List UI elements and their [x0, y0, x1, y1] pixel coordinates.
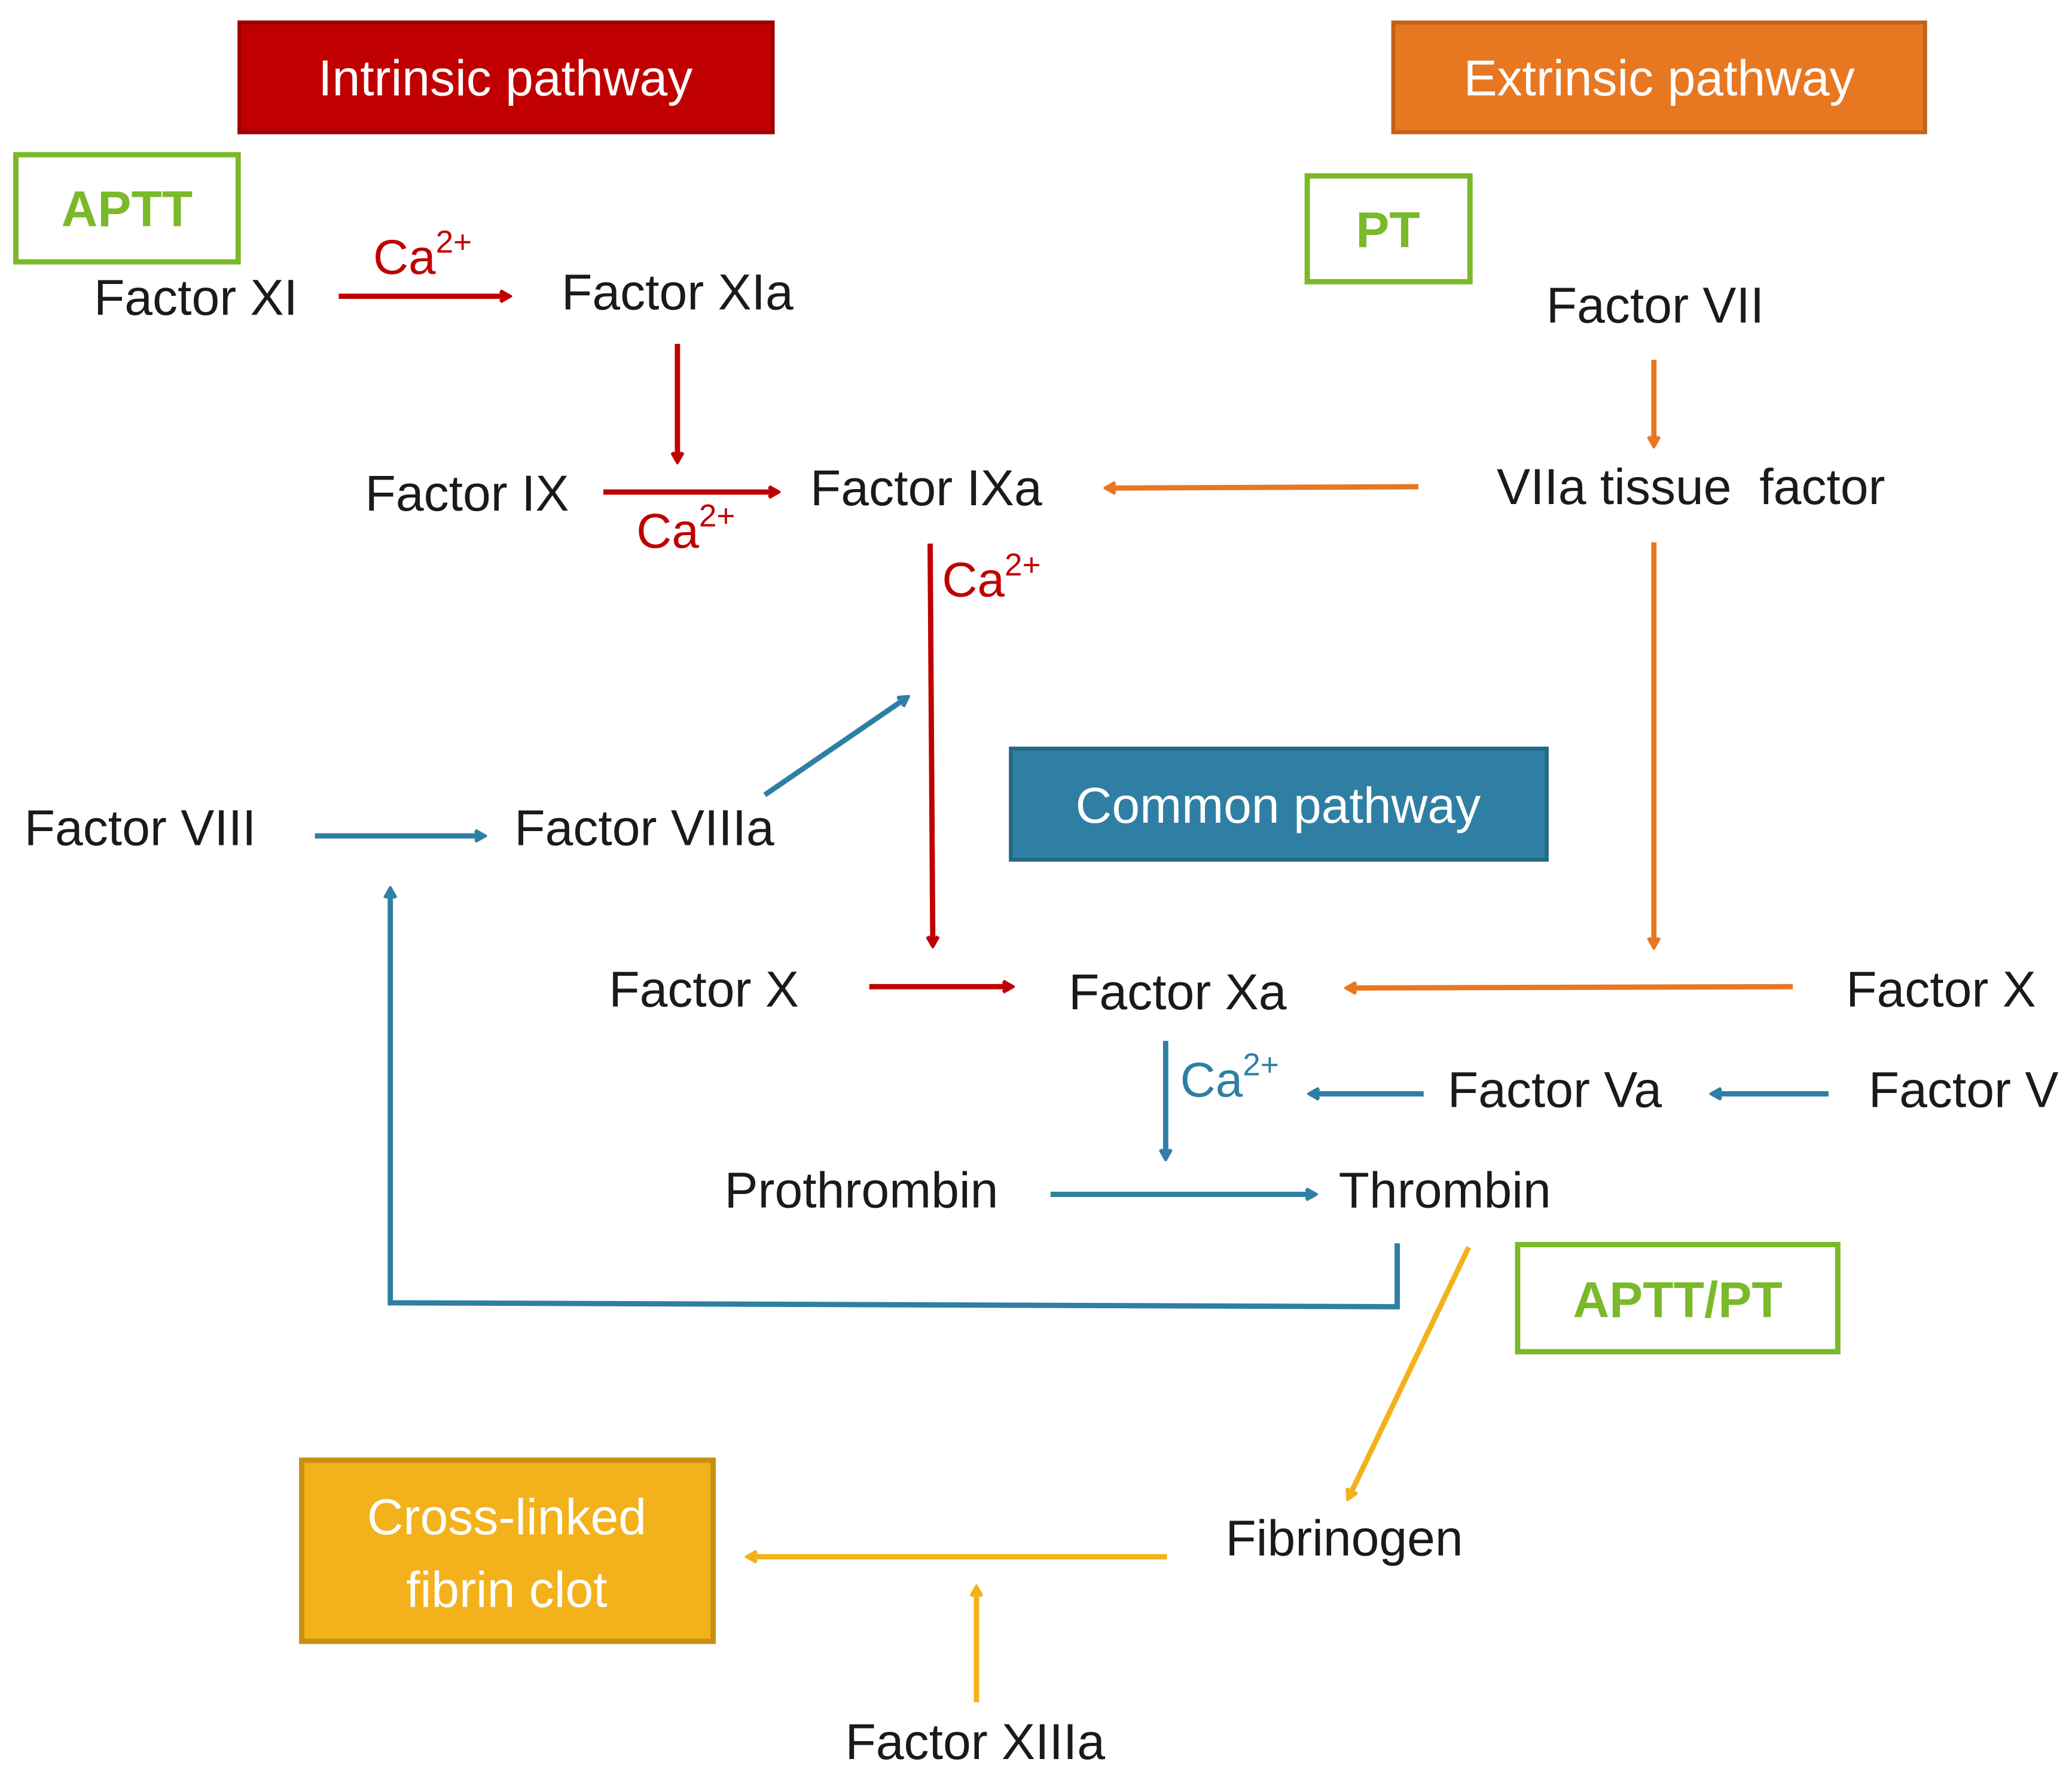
cross-linked-fibrin-clot-box: Cross-linked fibrin clot	[299, 1457, 716, 1644]
extrinsic-arrows	[1106, 359, 1793, 988]
intrinsic-arrows	[338, 297, 1012, 987]
node-factor-v: Factor V	[1869, 1062, 2059, 1118]
node-factor-xia: Factor XIa	[562, 264, 794, 320]
node-factor-vii: Factor VII	[1546, 277, 1764, 334]
node-factor-viiia: Factor VIIIa	[514, 800, 774, 856]
arrow-viia-to-ixa	[1106, 487, 1418, 488]
node-factor-x-extrinsic: Factor X	[1846, 961, 2036, 1017]
common-arrows	[315, 697, 1829, 1309]
node-factor-xiiia: Factor XIIIa	[845, 1714, 1105, 1770]
node-factor-ix: Factor IX	[365, 465, 569, 521]
arrow-x-to-xa-extrinsic	[1347, 987, 1793, 988]
node-factor-x-intrinsic: Factor X	[609, 961, 799, 1017]
node-fibrinogen: Fibrinogen	[1225, 1510, 1463, 1566]
common-pathway-label: Common pathway	[1076, 777, 1481, 833]
arrow-thrombin-to-fibrinogen	[1348, 1246, 1472, 1498]
calcium-label-ixa: Ca2+	[942, 547, 1040, 607]
common-pathway-header: Common pathway	[1009, 746, 1549, 862]
node-viia-tissue-factor: VIIa tissue factor	[1497, 459, 1885, 515]
factor-nodes: Factor XI Factor XIa Factor IX Factor IX…	[25, 264, 2059, 1770]
aptt-pt-label: APTT/PT	[1573, 1272, 1782, 1328]
calcium-label-ix: Ca2+	[636, 498, 735, 558]
arrow-thrombin-feedback	[390, 889, 1400, 1309]
calcium-label-xi: Ca2+	[373, 225, 472, 285]
arrow-ixa-to-xa	[930, 543, 932, 945]
fibrin-clot-line1: Cross-linked	[367, 1489, 646, 1545]
fibrin-arrows	[747, 1246, 1472, 1702]
extrinsic-pathway-header: Extrinsic pathway	[1391, 20, 1927, 135]
node-factor-viii: Factor VIII	[25, 800, 257, 856]
fibrin-clot-line2: fibrin clot	[406, 1562, 607, 1618]
node-factor-ixa: Factor IXa	[810, 460, 1042, 516]
node-factor-va: Factor Va	[1448, 1062, 1662, 1118]
aptt-test-box: APTT	[13, 152, 241, 265]
aptt-label: APTT	[62, 181, 193, 237]
node-thrombin: Thrombin	[1339, 1162, 1551, 1219]
intrinsic-pathway-label: Intrinsic pathway	[318, 50, 692, 106]
extrinsic-pathway-label: Extrinsic pathway	[1464, 50, 1855, 106]
pt-test-box: PT	[1304, 173, 1473, 285]
node-prothrombin: Prothrombin	[724, 1162, 998, 1219]
intrinsic-pathway-header: Intrinsic pathway	[237, 20, 775, 135]
node-factor-xa: Factor Xa	[1069, 964, 1287, 1020]
node-factor-xi: Factor XI	[94, 269, 298, 325]
pt-label: PT	[1356, 202, 1420, 258]
calcium-label-xa: Ca2+	[1180, 1047, 1279, 1107]
aptt-pt-test-box: APTT/PT	[1515, 1242, 1841, 1355]
arrow-viiia-to-ixa-path	[763, 697, 908, 798]
calcium-cofactor-labels: Ca2+ Ca2+ Ca2+ Ca2+	[373, 225, 1279, 1107]
